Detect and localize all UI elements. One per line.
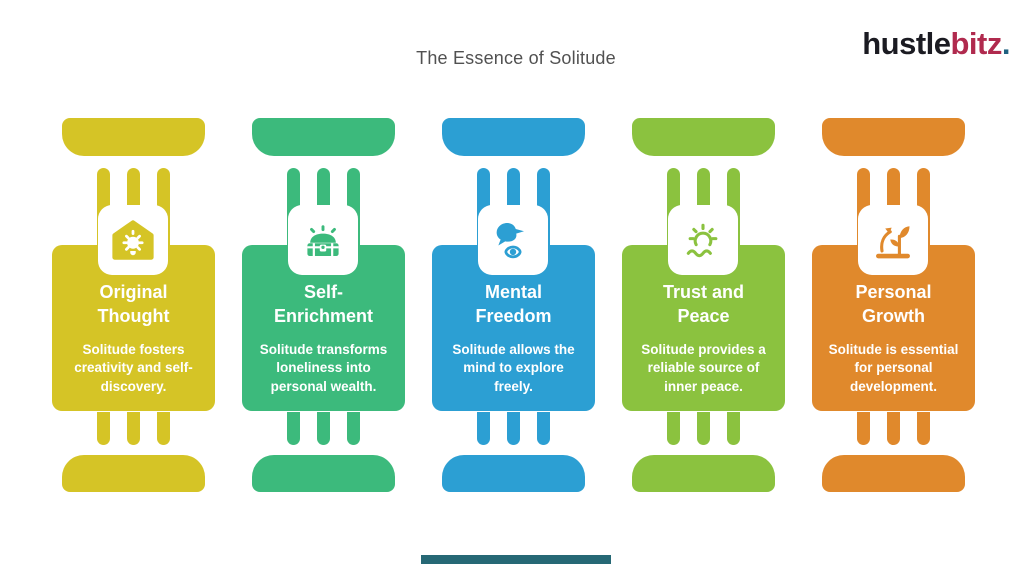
connector-prong: [97, 412, 110, 445]
card-bottom-cap: [442, 455, 585, 492]
page-title: The Essence of Solitude: [416, 48, 616, 68]
connector-prong: [347, 412, 360, 445]
logo-bitz: bitz: [950, 26, 1003, 61]
card-title: Trust and Peace: [662, 282, 744, 326]
card-top-cap: [442, 118, 585, 156]
sunrise-waves-icon: [668, 205, 738, 275]
card-description: Solitude is essential for personal devel…: [828, 341, 959, 395]
card-description: Solitude allows the mind to explore free…: [452, 341, 575, 395]
connector-prong: [857, 412, 870, 445]
card-top-cap: [252, 118, 395, 156]
logo-hustle: hustle: [862, 26, 951, 61]
connector-prong: [127, 412, 140, 445]
solitude-card-column: Self-Enrichment Solitude transforms lone…: [242, 118, 405, 492]
house-lightbulb-icon: [98, 205, 168, 275]
card-description: Solitude transforms loneliness into pers…: [259, 341, 388, 395]
connector-prong: [157, 412, 170, 445]
footer-accent-bar: [421, 555, 611, 564]
card-bottom-cap: [822, 455, 965, 492]
connector-prong: [667, 412, 680, 445]
logo: hustlebitz.: [862, 26, 1010, 62]
connector-prong: [697, 412, 710, 445]
card-top-cap: [632, 118, 775, 156]
solitude-card-column: Original Thought Solitude fosters creati…: [52, 118, 215, 492]
cards-row: Original Thought Solitude fosters creati…: [52, 118, 975, 492]
logo-dot: .: [1001, 26, 1011, 61]
connector-prong: [537, 412, 550, 445]
card-top-cap: [62, 118, 205, 156]
card-bottom-cap: [632, 455, 775, 492]
dove-eye-icon: [478, 205, 548, 275]
card-title: Original Thought: [97, 282, 170, 326]
card-top-cap: [822, 118, 965, 156]
solitude-card-column: Mental Freedom Solitude allows the mind …: [432, 118, 595, 492]
card-title: Mental Freedom: [475, 282, 552, 326]
connector-prong: [917, 412, 930, 445]
treasure-chest-icon: [288, 205, 358, 275]
card-title: Self-Enrichment: [273, 282, 374, 326]
connector-prong: [477, 412, 490, 445]
card-description: Solitude fosters creativity and self-dis…: [74, 341, 193, 395]
solitude-card-column: Personal Growth Solitude is essential fo…: [812, 118, 975, 492]
connector-prong: [887, 412, 900, 445]
card-bottom-cap: [252, 455, 395, 492]
connector-prong: [507, 412, 520, 445]
connector-prong: [727, 412, 740, 445]
card-description: Solitude provides a reliable source of i…: [641, 341, 766, 395]
card-body: Self-Enrichment Solitude transforms lone…: [242, 245, 405, 411]
connector-prong: [317, 412, 330, 445]
card-title: Personal Growth: [855, 282, 932, 326]
card-bottom-cap: [62, 455, 205, 492]
solitude-card-column: Trust and Peace Solitude provides a reli…: [622, 118, 785, 492]
sprout-arrow-icon: [858, 205, 928, 275]
connector-prong: [287, 412, 300, 445]
card-body: Original Thought Solitude fosters creati…: [52, 245, 215, 411]
